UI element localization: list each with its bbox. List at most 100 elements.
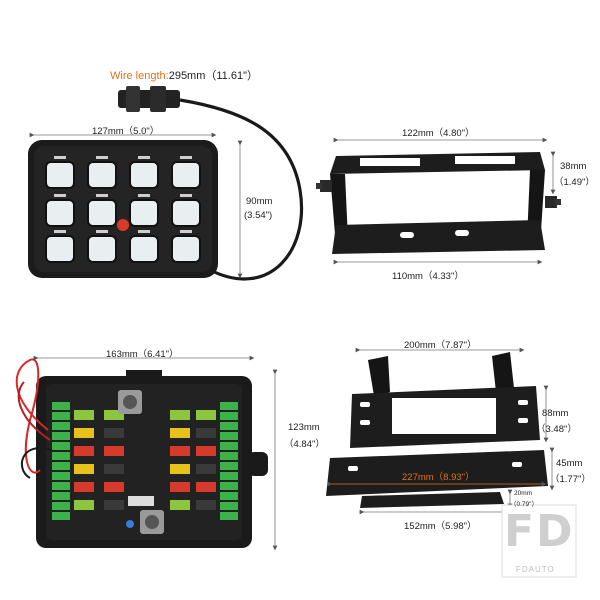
switch-key [87,235,117,263]
fuse [170,446,190,456]
fuse [170,464,190,474]
key-indicator [180,230,192,233]
terminal-slot [220,512,238,520]
fuse [196,446,216,456]
wire-length-value: 295mm（11.61"） [168,70,258,82]
key-indicator [96,194,108,197]
key-indicator [54,194,66,197]
small-bracket [316,152,561,254]
fuse [74,464,94,474]
terminal-slot [52,462,70,470]
switch-key [87,199,117,227]
terminal-slot [220,442,238,450]
terminal-slot [52,412,70,420]
large-bracket-dimension-lines [327,347,555,515]
fuse [196,464,216,474]
terminal-slot [52,512,70,520]
fuse [104,464,124,474]
switch-keys [45,156,201,263]
switch-key [171,161,201,189]
fuse [196,500,216,510]
logo-frame [501,504,577,578]
power-button-icon [117,219,129,231]
terminal-slot [220,482,238,490]
switch-key [171,199,201,227]
switch-key [129,161,159,189]
fuse [170,500,190,510]
terminal-slot [52,402,70,410]
terminal-slot [52,442,70,450]
key-indicator [138,156,150,159]
fuse [104,482,124,492]
key-indicator [180,194,192,197]
fuse [104,428,124,438]
panel-dimension-lines [29,132,243,279]
terminal-slot [220,502,238,510]
panel-width-label: 127mm（5.0"） [92,126,160,137]
brand-name: FDAUTO [516,565,555,574]
fuse-relay-box [36,370,268,548]
fuse [74,410,94,420]
large-bracket [326,352,548,508]
small-bracket-right-mm-label: 38mm [560,161,587,172]
wire-bundle [15,358,53,479]
key-indicator [54,230,66,233]
fuse-slots [74,410,216,510]
terminal-slot [52,492,70,500]
key-indicator [96,230,108,233]
fuse [104,500,124,510]
fuse [170,428,190,438]
fuse [104,446,124,456]
terminal-slot [220,422,238,430]
fuse [104,410,124,420]
switch-key [171,235,201,263]
terminal-slot [220,402,238,410]
terminal-slot [220,472,238,480]
fuse [196,482,216,492]
box-width-label: 163mm（6.41"） [106,349,179,360]
plate-height-in-label: （1.77"） [550,474,591,485]
fuse [196,428,216,438]
fuse [170,482,190,492]
plate-width-label: 227mm（8.93"） [402,472,475,483]
box-dimension-lines [33,355,278,551]
wire-length-label: Wire length:295mm（11.61"） [110,67,258,83]
box-height-mm-label: 123mm [288,422,320,433]
fuse [74,428,94,438]
terminal-slot [220,452,238,460]
small-bracket-right-in-label: （1.49"） [554,177,595,188]
large-bracket-right-mm-label: 88mm [542,408,569,419]
key-indicator [138,230,150,233]
small-bracket-dimension-lines [333,137,556,265]
switch-key [45,161,75,189]
switch-key [87,161,117,189]
terminal-slot [52,452,70,460]
terminal-slot [52,422,70,430]
key-indicator [180,156,192,159]
wire-length-key: Wire length: [110,70,169,82]
large-bracket-bottom-label: 152mm（5.98"） [404,521,477,532]
terminal-slot [220,462,238,470]
terminal-blocks [52,402,238,520]
key-indicator [96,156,108,159]
switch-key [45,235,75,263]
fuse [74,500,94,510]
large-bracket-top-label: 200mm（7.87"） [404,340,477,351]
fuse [196,410,216,420]
terminal-slot [220,492,238,500]
fuse [74,482,94,492]
key-indicator [54,156,66,159]
wire-cable [118,86,303,281]
panel-height-mm-label: 90mm [246,196,273,207]
panel-height-in-label: (3.54") [244,210,273,221]
fuse [74,446,94,456]
thin-bar-in-label: （0.79"） [510,501,538,508]
terminal-slot [52,432,70,440]
switch-panel [28,140,218,278]
large-bracket-right-in-label: （3.48"） [536,424,577,435]
key-indicator [138,194,150,197]
small-bracket-top-label: 122mm（4.80"） [402,128,475,139]
plate-height-mm-label: 45mm [556,458,583,469]
terminal-slot [52,482,70,490]
